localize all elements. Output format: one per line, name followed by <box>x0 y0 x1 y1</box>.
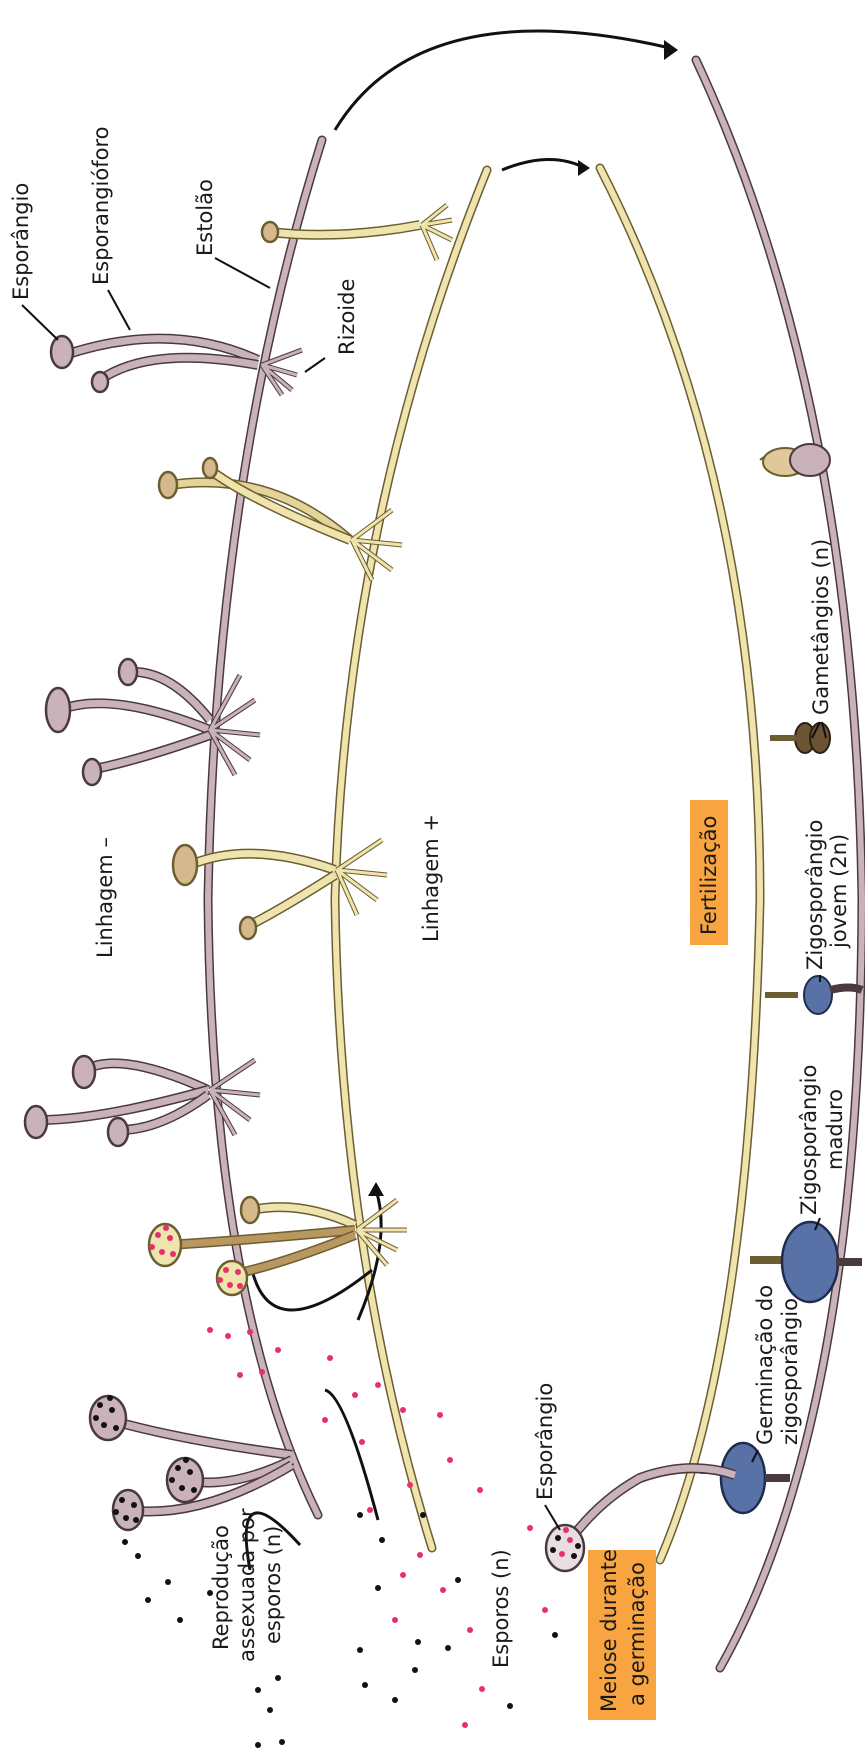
label-rizoide: Rizoide <box>335 279 359 355</box>
cycle-arrows <box>246 31 670 1570</box>
gametangia-dark <box>770 723 830 753</box>
label-esporos: Esporos (n) <box>489 1549 513 1668</box>
young-zygosporangium <box>765 976 862 1014</box>
label-zigo-jovem-2: jovem (2n) <box>827 834 851 949</box>
label-repro-2: assexuada por <box>235 1508 259 1662</box>
label-zigo-maduro-2: maduro <box>823 1089 847 1170</box>
minus-sporangiophore-group-4 <box>90 1395 292 1530</box>
outer-arrow <box>335 31 670 130</box>
label-meiose-1: Meiose durante <box>597 1549 621 1712</box>
label-gametangios: Gametângios (n) <box>809 539 833 715</box>
label-linhagem-mais: Linhagem + <box>419 814 443 942</box>
label-repro-1: Reprodução <box>209 1525 233 1650</box>
label-meiose-2: a germinação <box>625 1562 649 1706</box>
label-esporangioforo: Esporangióforo <box>89 127 113 285</box>
plus-strain-right-hypha <box>600 168 760 1560</box>
label-esporangio-bottom: Esporângio <box>533 1383 557 1500</box>
gametangia-pair-upper <box>760 444 830 476</box>
label-repro-3: esporos (n) <box>261 1526 285 1644</box>
spore-arrow <box>252 1270 372 1310</box>
arrowheads <box>368 40 678 1196</box>
label-linhagem-menos: Linhagem – <box>93 837 117 958</box>
minus-sporangiophore-group-2 <box>46 659 260 785</box>
asexual-arrow-2 <box>325 1390 378 1520</box>
label-germinacao-1: Germinação do <box>753 1285 777 1445</box>
plus-sporangiophore-group-1 <box>159 458 402 580</box>
label-germinacao-2: zigosporângio <box>778 1298 802 1445</box>
label-zigo-maduro-1: Zigosporângio <box>797 1065 821 1215</box>
label-esporangio-top: Esporângio <box>9 183 33 300</box>
label-fertilizacao: Fertilização <box>697 816 721 935</box>
inner-arrow <box>502 159 585 170</box>
label-estolao: Estolão <box>193 179 217 256</box>
label-zigo-jovem-1: Zigosporângio <box>803 820 827 970</box>
